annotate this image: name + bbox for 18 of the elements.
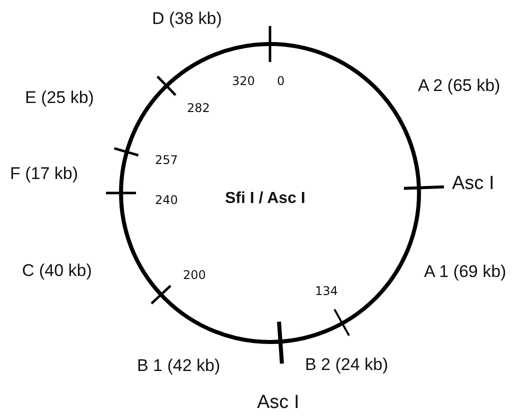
fragment-label: B 1 (42 kb) [137,357,220,374]
fragment-label: E (25 kb) [25,89,94,106]
fragment-label: F (17 kb) [10,165,78,182]
position-number: 257 [155,154,178,166]
position-number: 134 [315,285,338,297]
fragment-label: A 1 (69 kb) [424,263,506,280]
site-label: Asc I [257,393,300,412]
position-number: 320 [232,75,255,87]
position-number: 200 [183,269,206,281]
position-number: 0 [277,75,285,87]
position-number: 240 [155,194,178,206]
map-title: Sfi I / Asc I [225,191,306,207]
fragment-label: C (40 kb) [22,262,92,279]
fragment-label: A 2 (65 kb) [418,77,500,94]
site-label: Asc I [452,174,494,193]
fragment-label: B 2 (24 kb) [305,356,388,373]
fragment-label: D (38 kb) [152,10,222,27]
position-number: 282 [187,102,210,114]
